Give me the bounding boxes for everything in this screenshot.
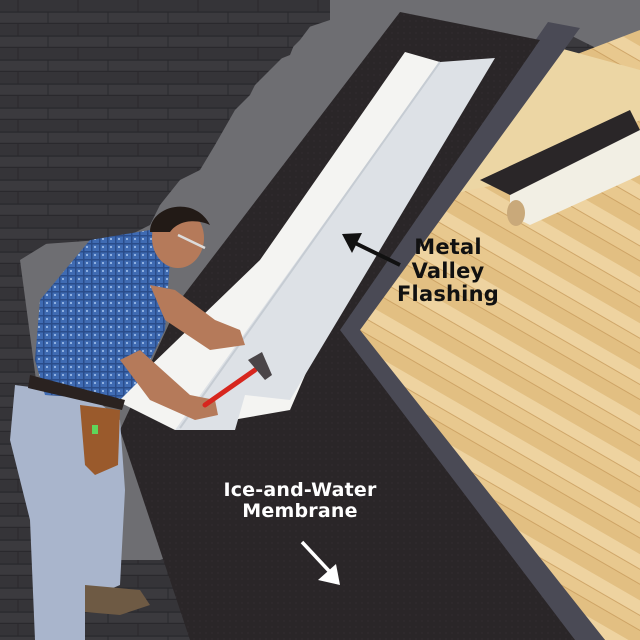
label-line: Metal (414, 235, 482, 259)
hammer (202, 352, 272, 408)
label-line: Flashing (397, 282, 499, 307)
worker-left-arm (150, 285, 245, 350)
label-line: Ice-and-Water (223, 479, 377, 501)
arrow-down-right-icon (318, 564, 340, 585)
label-line: Valley (411, 258, 485, 283)
hammer-handle (202, 367, 258, 408)
worker-right-arm (120, 350, 218, 420)
tool-pouch-green-item (92, 425, 98, 434)
worker-figure (10, 206, 245, 640)
arrow-up-left-icon (342, 233, 362, 253)
worker-belt (28, 375, 125, 410)
metal-valley-flashing-label: Metal Valley Flashing (392, 235, 504, 307)
tool-belt-pouch (80, 405, 120, 475)
ice-and-water-membrane-area (120, 12, 575, 640)
hammer-head (248, 352, 272, 380)
ice-and-water-membrane-label: Ice-and-Water Membrane (208, 479, 392, 523)
metal-flashing-right-panel (175, 58, 495, 430)
worker-hair (150, 206, 210, 232)
membrane-roll (510, 130, 640, 225)
label-line: Membrane (242, 500, 358, 523)
worker-boot (85, 585, 150, 615)
membrane-roll-end (507, 200, 525, 226)
shingle-stair-edge (0, 0, 330, 265)
flashing-arrow (342, 233, 401, 267)
membrane-roll-black-sheet (480, 110, 640, 200)
membrane-arrow (300, 540, 340, 585)
flashing-center-crimp (179, 61, 441, 429)
safety-glasses (177, 233, 206, 250)
